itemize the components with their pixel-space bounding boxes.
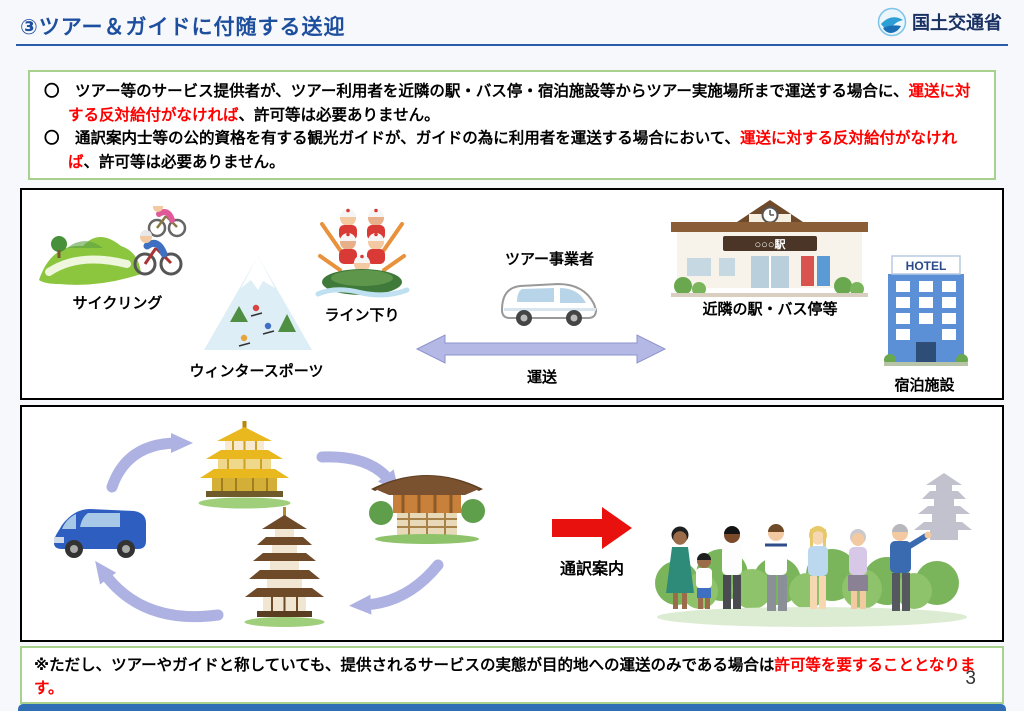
rafting-label: ライン下り (324, 307, 400, 324)
guide-red-arrow (552, 507, 632, 549)
intro-box: 〇 ツアー等のサービス提供者が、ツアー利用者を近隣の駅・バス停・宿泊施設等からツ… (28, 70, 996, 180)
guide-label: 通訳案内 (559, 561, 624, 578)
station-label: 近隣の駅・バス停等 (702, 301, 838, 318)
intro-bullet-1-post: 、許可等は必要ありません。 (238, 106, 440, 124)
transport-label: 運送 (526, 369, 557, 386)
title-underline (16, 44, 1008, 46)
tourist-group-illustration (655, 473, 972, 627)
pagoda-illustration (244, 507, 325, 627)
diagram-guide-transport: 通訳案内 (20, 405, 1004, 642)
tourist-man-dark (722, 526, 742, 609)
tourist-woman-blonde (808, 526, 828, 609)
diagram-tour-transport: サイクリング ウィンタースポーツ (20, 188, 1004, 400)
tour-cycle-arrows (95, 433, 444, 623)
station-illustration: ○○○駅 (671, 200, 868, 297)
intro-bullet-1-red: 運送に対する反対給付がなければ (68, 83, 971, 124)
tourist-elderly-man (890, 524, 932, 611)
station-sign-text: ○○○駅 (755, 238, 786, 251)
intro-bullet-1-text: 〇 ツアー等のサービス提供者が、ツアー利用者を近隣の駅・バス停・宿泊施設等からツ… (44, 83, 909, 100)
temple-illustration (369, 475, 485, 544)
tourist-elderly-woman (848, 529, 868, 609)
blue-van-illustration (54, 509, 146, 558)
cycling-illustration (39, 201, 187, 285)
bottom-bar (18, 704, 1006, 711)
transport-double-arrow (415, 334, 667, 364)
tourist-man-white-tee (765, 524, 787, 611)
mlit-logo: 国土交通省 (877, 7, 1002, 37)
mlit-logo-icon (877, 7, 907, 37)
tour-van-illustration (500, 282, 598, 326)
hotel-illustration: HOTEL (884, 255, 968, 366)
note-text-red: 許可等を要することとなります。 (34, 657, 976, 698)
intro-bullet-2: 〇 通訳案内士等の公的資格を有する観光ガイドが、ガイドの為に利用者を運送する場合… (44, 127, 980, 174)
intro-bullet-1: 〇 ツアー等のサービス提供者が、ツアー利用者を近隣の駅・バス停・宿泊施設等からツ… (44, 80, 980, 127)
note-text: ※ただし、ツアーやガイドと称していても、提供されるサービスの実態が目的地への運送… (34, 654, 990, 701)
page-title: ③ツアー＆ガイドに付随する送迎 (20, 16, 346, 39)
cycling-label: サイクリング (72, 295, 163, 312)
note-text-pre: ※ただし、ツアーやガイドと称していても、提供されるサービスの実態が目的地への運送… (34, 657, 775, 674)
tour-operator-label: ツアー事業者 (504, 251, 595, 268)
accommodation-label: 宿泊施設 (894, 377, 955, 394)
winter-sports-illustration (204, 256, 312, 350)
hotel-sign-text: HOTEL (906, 259, 947, 273)
intro-bullet-2-post: 、許可等は必要ありません。 (83, 153, 285, 171)
intro-bullet-2-red: 運送に対する反対給付がなければ (68, 130, 957, 171)
note-box: ※ただし、ツアーやガイドと称していても、提供されるサービスの実態が目的地への運送… (20, 646, 1004, 704)
agency-name: 国土交通省 (912, 13, 1002, 33)
intro-bullet-2-text: 〇 通訳案内士等の公的資格を有する観光ガイドが、ガイドの為に利用者を運送する場合… (44, 130, 740, 148)
tourist-woman-teal (666, 526, 694, 609)
tourist-child (696, 553, 712, 609)
page-number: 3 (965, 668, 976, 689)
rafting-illustration (315, 208, 410, 298)
golden-pavilion-illustration (198, 421, 291, 509)
winter-sports-label: ウィンタースポーツ (189, 363, 324, 380)
